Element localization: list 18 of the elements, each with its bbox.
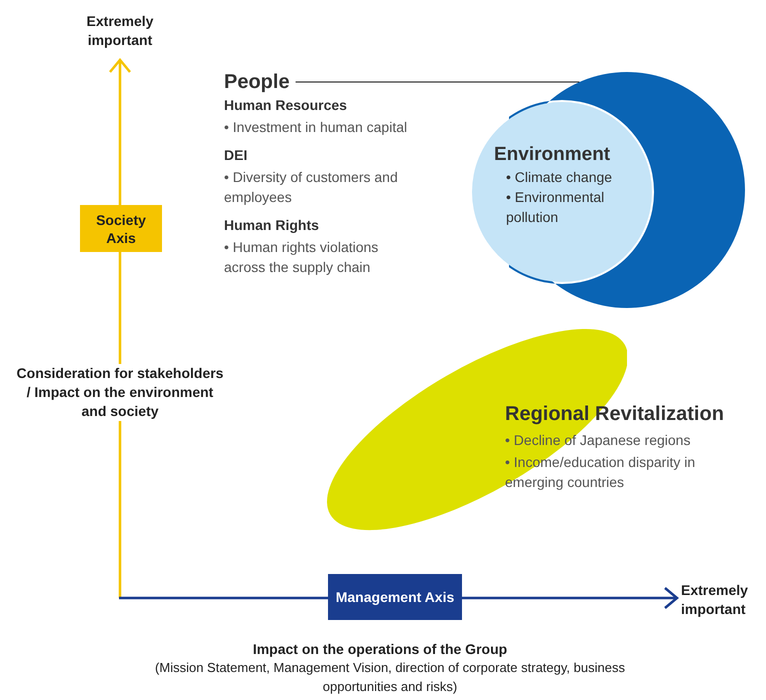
heading: Human Resources (224, 96, 348, 115)
heading: Environment (494, 143, 612, 167)
bullet-item: • Climate change (506, 168, 614, 187)
axis-label: Extremely important (681, 581, 749, 619)
heading: Human Rights (224, 216, 320, 235)
axis-label-box: Society Axis (80, 205, 162, 252)
axis-label-box: Management Axis (328, 574, 462, 620)
axis-title: Consideration for stakeholders / Impact on the environment and society (14, 364, 226, 421)
bullet-item: • Environmental pollution (506, 188, 606, 227)
heading: People (224, 70, 290, 94)
axis-label: Extremely important (86, 12, 154, 50)
heading: Regional Revitalization (505, 402, 725, 426)
bullet-item: • Diversity of customers and employees (224, 168, 399, 207)
axis-description: (Mission Statement, Management Vision, direction of corporate strategy, business opportunities and risks) (154, 659, 626, 696)
axis-title: Impact on the operations of the Group (252, 640, 508, 659)
bullet-item: • Investment in human capital (224, 118, 408, 137)
bullet-item: • Human rights violations across the supply chain (224, 238, 380, 277)
heading: DEI (224, 146, 248, 165)
